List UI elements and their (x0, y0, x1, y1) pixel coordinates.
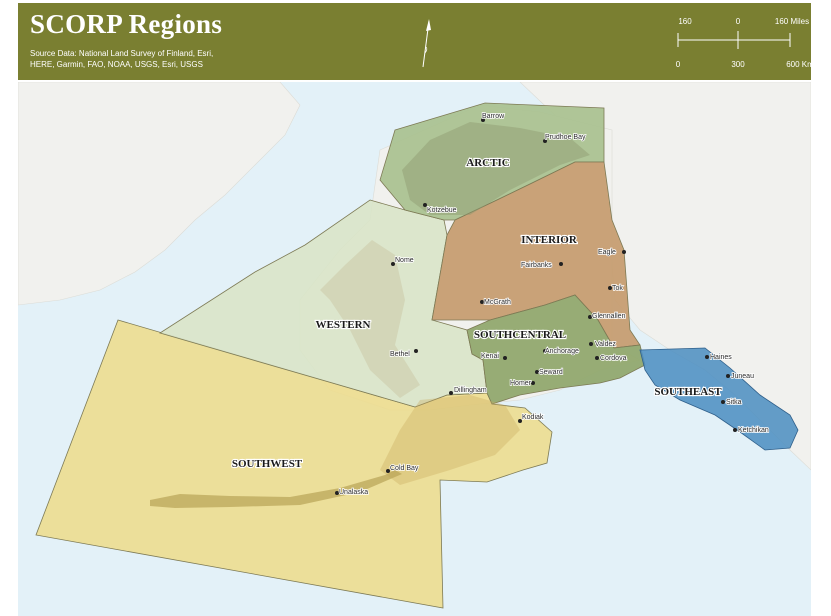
map-title: SCORP Regions (30, 9, 223, 39)
city-label-mcgrath: McGrath (484, 299, 511, 306)
scale-label-km-300: 300 (731, 60, 745, 69)
terrain-shading-brooks (402, 122, 590, 215)
city-marker-glennallen (588, 315, 592, 319)
city-label-prudhoe-bay: Prudhoe Bay (545, 134, 586, 141)
city-label-kenai: Kenai (481, 353, 499, 360)
city-marker-juneau (726, 374, 730, 378)
region-southeast[interactable] (639, 347, 799, 451)
map-frame: ARCTIC INTERIOR WESTERN SOUTHCENTRAL SOU… (18, 82, 811, 616)
city-label-eagle: Eagle (598, 249, 616, 256)
city-marker-nome (391, 262, 395, 266)
city-label-cold-bay: Cold Bay (390, 465, 419, 472)
city-label-anchorage: Anchorage (545, 348, 579, 355)
city-marker-tok (608, 286, 612, 290)
city-marker-seward (535, 370, 539, 374)
city-marker-kodiak (518, 419, 522, 423)
north-arrow-icon (422, 19, 431, 68)
city-marker-cold-bay (386, 469, 390, 473)
scale-label-km-0: 0 (676, 60, 681, 69)
city-label-kotzebue: Kotzebue (427, 207, 457, 214)
source-line-1: Source Data: National Land Survey of Fin… (30, 49, 214, 58)
city-marker-kotzebue (423, 203, 427, 207)
city-label-kodiak: Kodiak (522, 414, 544, 421)
region-label-interior: INTERIOR (521, 234, 578, 246)
city-marker-bethel (414, 349, 418, 353)
city-label-dillingham: Dillingham (454, 387, 487, 394)
city-marker-mcgrath (480, 300, 484, 304)
city-marker-barrow (481, 118, 485, 122)
city-label-haines: Haines (710, 354, 732, 361)
city-marker-unalaska (335, 491, 339, 495)
city-marker-dillingham (449, 391, 453, 395)
city-marker-kenai (503, 356, 507, 360)
city-label-cordova: Cordova (600, 355, 627, 362)
city-marker-prudhoe-bay (543, 139, 547, 143)
city-label-fairbanks: Fairbanks (521, 262, 552, 269)
source-line-2: HERE, Garmin, FAO, NOAA, USGS, Esri, USG… (30, 60, 203, 69)
scale-label-miles-0: 0 (736, 17, 741, 26)
city-marker-fairbanks (559, 262, 563, 266)
region-label-southeast: SOUTHEAST (654, 386, 722, 398)
scale-label-miles-160: 160 (678, 17, 692, 26)
city-label-bethel: Bethel (390, 351, 410, 358)
region-label-southcentral: SOUTHCENTRAL (474, 329, 566, 341)
russia-landmass (18, 82, 301, 306)
city-marker-homer (531, 381, 535, 385)
map-header: SCORP Regions Source Data: National Land… (18, 3, 814, 80)
scale-label-miles-end: 160 Miles (775, 17, 809, 26)
alaska-map[interactable]: ARCTIC INTERIOR WESTERN SOUTHCENTRAL SOU… (18, 82, 811, 616)
city-marker-sitka (721, 400, 725, 404)
city-label-tok: Tok (612, 285, 623, 292)
aleutian-islands (150, 470, 402, 508)
city-label-unalaska: Unalaska (339, 489, 368, 496)
city-label-juneau: Juneau (731, 373, 754, 380)
city-marker-valdez (589, 342, 593, 346)
region-label-arctic: ARCTIC (466, 157, 509, 169)
scale-bar: 160 0 160 Miles 0 300 600 Km (676, 17, 814, 69)
terrain-shading-southwest (380, 395, 520, 485)
source-credits: Source Data: National Land Survey of Fin… (30, 48, 290, 70)
terrain-shading-western (320, 240, 420, 398)
city-label-valdez: Valdez (595, 341, 616, 348)
city-label-sitka: Sitka (726, 399, 742, 406)
region-label-southwest: SOUTHWEST (232, 458, 303, 470)
region-southcentral[interactable] (466, 294, 646, 405)
scale-label-km-600: 600 Km (786, 60, 814, 69)
city-label-seward: Seward (539, 369, 563, 376)
city-label-homer: Homer (510, 380, 532, 387)
city-marker-ketchikan (733, 428, 737, 432)
region-label-western: WESTERN (315, 319, 370, 331)
city-marker-anchorage (543, 349, 547, 353)
city-marker-eagle (622, 250, 626, 254)
city-label-nome: Nome (395, 257, 414, 264)
city-marker-cordova (595, 356, 599, 360)
city-marker-haines (705, 355, 709, 359)
city-label-ketchikan: Ketchikan (738, 427, 769, 434)
city-label-glennallen: Glennallen (592, 313, 626, 320)
city-label-barrow: Barrow (482, 113, 505, 120)
